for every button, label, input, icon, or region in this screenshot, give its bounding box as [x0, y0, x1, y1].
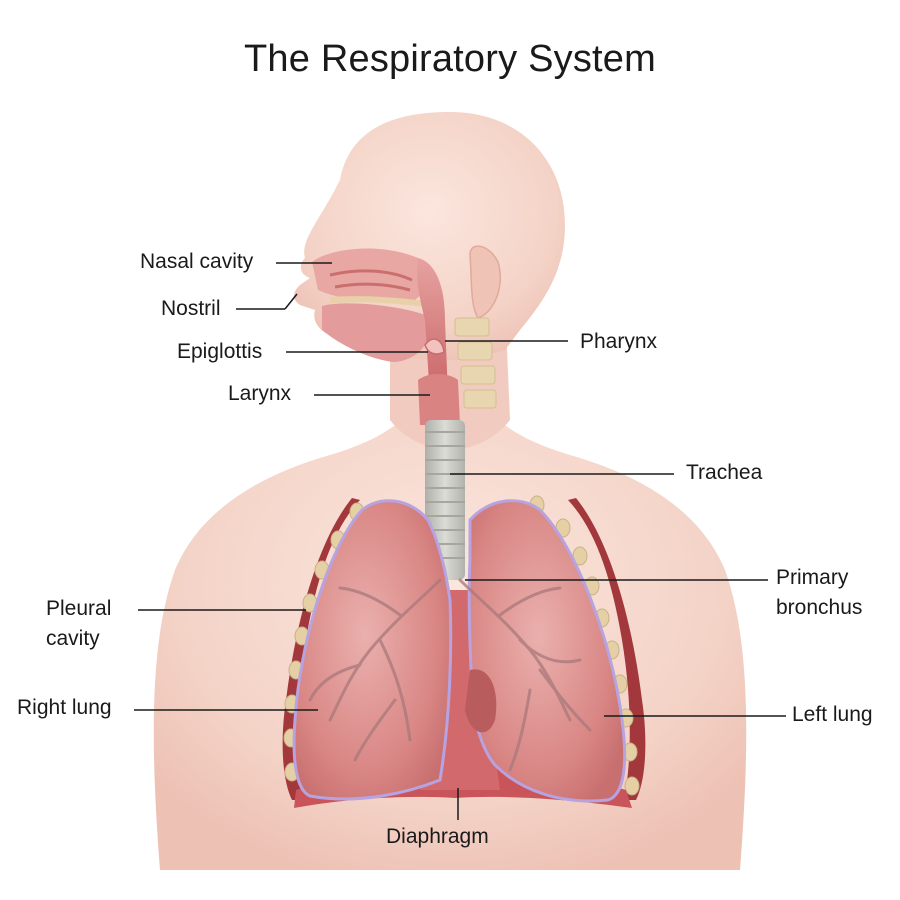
label-pharynx: Pharynx	[580, 330, 658, 353]
epiglottis-shape	[424, 338, 445, 355]
label-primary-bronchus-line2: bronchus	[776, 596, 863, 619]
diagram-title: The Respiratory System	[244, 38, 656, 80]
leader-lines	[134, 262, 786, 820]
label-epiglottis: Epiglottis	[177, 340, 263, 363]
label-pleural-cavity-line1: Pleural	[46, 597, 112, 620]
label-pleural-cavity-line2: cavity	[46, 627, 100, 650]
label-primary-bronchus: Primary bronchus	[776, 563, 862, 623]
label-left-lung: Left lung	[792, 703, 873, 726]
bronchi	[308, 578, 592, 772]
ear	[469, 245, 502, 319]
label-larynx: Larynx	[228, 382, 292, 405]
nasal-cavity-shape	[312, 248, 427, 302]
label-nostril: Nostril	[161, 297, 221, 320]
cervical-vertebrae	[454, 317, 497, 409]
label-pleural-cavity: Pleural cavity	[46, 594, 111, 654]
label-diaphragm: Diaphragm	[386, 825, 489, 848]
label-right-lung: Right lung	[17, 696, 112, 719]
chest-wall-left	[568, 498, 646, 800]
tongue	[322, 303, 431, 362]
right-lung-shape	[292, 499, 453, 801]
label-nasal-cavity: Nasal cavity	[140, 250, 254, 273]
label-trachea: Trachea	[686, 461, 763, 484]
larynx-shape	[418, 374, 460, 425]
pharynx-shape	[417, 258, 448, 398]
label-primary-bronchus-line1: Primary	[776, 566, 849, 589]
